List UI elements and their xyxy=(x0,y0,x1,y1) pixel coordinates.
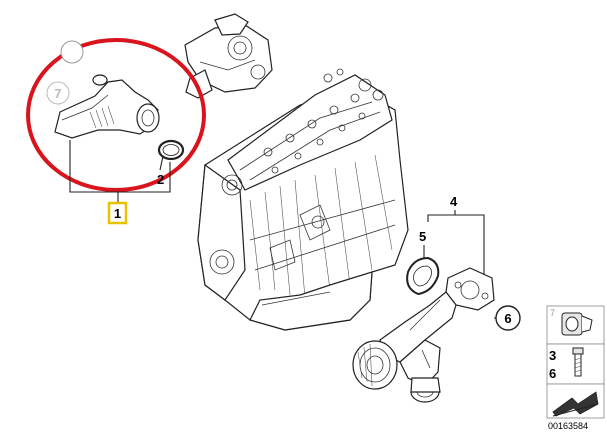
reference-arrow-icon xyxy=(552,391,599,417)
engine-block-illustration xyxy=(197,68,409,331)
legend-item-6: 6 xyxy=(549,366,556,381)
o-ring-item-2-illustration xyxy=(157,139,185,161)
callout-item-4: 4 xyxy=(450,194,458,209)
bolt-icon xyxy=(572,347,584,377)
callout-item-6: 6 xyxy=(495,305,521,331)
gasket-item-5-illustration xyxy=(406,256,440,296)
coolant-hose-illustration xyxy=(54,74,160,139)
highlight-circle xyxy=(26,38,206,192)
callout-item-5: 5 xyxy=(419,229,426,244)
svg-text:7: 7 xyxy=(54,86,61,101)
callout-item-2: 2 xyxy=(157,172,164,187)
parts-legend: 7 3 6 xyxy=(546,305,605,419)
callout-item-1-box[interactable] xyxy=(107,201,128,225)
thermostat-housing-illustration xyxy=(184,13,273,99)
callout-6-faint-upper xyxy=(60,40,84,64)
callout-item-1: 1 xyxy=(114,206,121,221)
svg-text:6: 6 xyxy=(504,311,511,326)
legend-item-3: 3 xyxy=(549,348,556,363)
legend-item-7: 7 xyxy=(550,308,555,318)
coolant-pipe-item-4-illustration xyxy=(352,267,495,403)
callout-7-faint-upper: 7 xyxy=(46,81,70,105)
diagram-reference-number: 00163584 xyxy=(548,421,588,431)
camshaft-cover-details xyxy=(263,68,366,174)
hose-clamp-icon xyxy=(561,312,593,336)
